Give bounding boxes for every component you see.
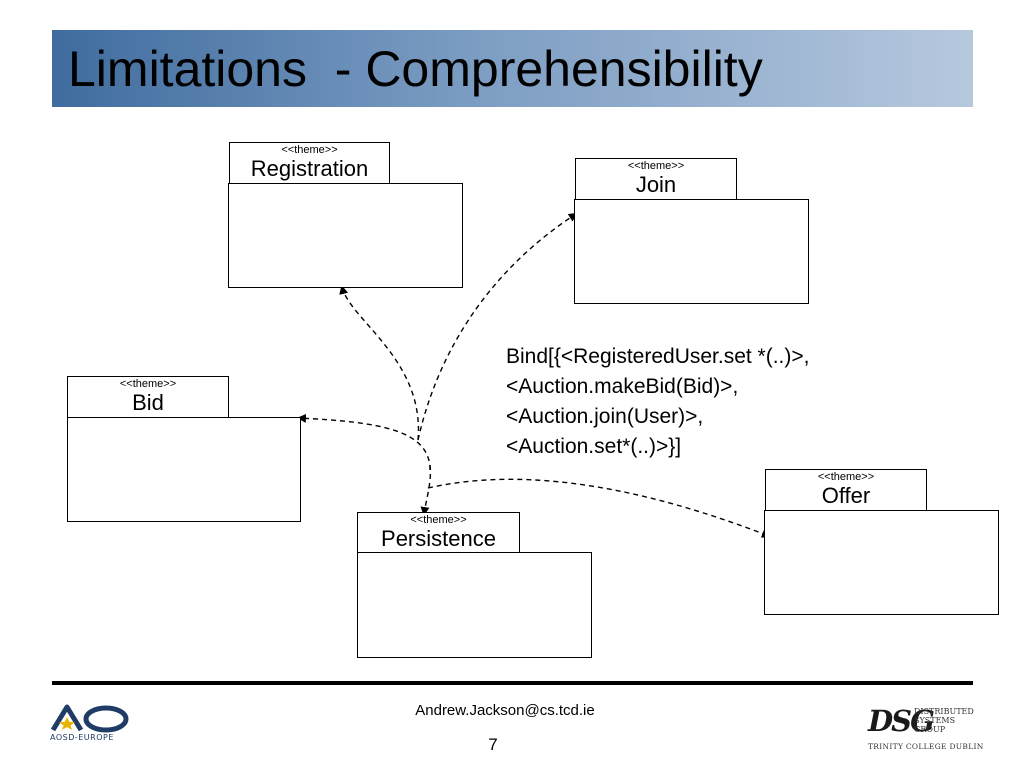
dsg-side-line: SYSTEMS (914, 716, 956, 725)
theme-offer-name: Offer (821, 483, 871, 508)
theme-stereotype: <<theme>> (817, 471, 875, 483)
bind-line: <Auction.makeBid(Bid)>, (506, 375, 739, 398)
bind-annotation: Bind[{<RegisteredUser.set *(..)>, <Aucti… (506, 342, 810, 462)
theme-stereotype: <<theme>> (281, 144, 338, 156)
arrow-to-persistence (420, 464, 432, 516)
theme-offer-body (764, 510, 999, 615)
theme-join-tab: <<theme>> Join (575, 158, 737, 200)
theme-bid-body (67, 417, 301, 522)
footer-email: Andrew.Jackson@cs.tcd.ie (415, 702, 595, 719)
bind-line: <Auction.set*(..)>}] (506, 435, 682, 458)
theme-registration-tab: <<theme>> Registration (229, 142, 390, 184)
dsg-mark: DSG (868, 704, 935, 738)
theme-join-name: Join (635, 172, 677, 197)
slide-title: Limitations - Comprehensibility (68, 41, 763, 97)
arrow-to-offer (427, 478, 771, 538)
title-banner (52, 30, 973, 107)
aosd-europe-logo: AOSD-EUROPE (50, 703, 132, 747)
arrow-to-join (417, 212, 578, 441)
theme-bid-name: Bid (132, 390, 164, 415)
theme-bid-tab: <<theme>> Bid (67, 376, 229, 418)
dsg-side-text: DISTRIBUTED SYSTEMS GROUP (914, 707, 974, 734)
theme-registration-name: Registration (250, 156, 369, 181)
bind-line: <Auction.join(User)>, (506, 405, 704, 428)
arrow-to-registration (339, 285, 420, 441)
theme-stereotype: <<theme>> (627, 160, 685, 172)
theme-offer-tab: <<theme>> Offer (765, 469, 927, 511)
theme-persistence-body (357, 552, 592, 658)
theme-registration-body (228, 183, 463, 288)
footer-divider (52, 681, 973, 685)
dsg-bottom-text: TRINITY COLLEGE DUBLIN (868, 742, 984, 751)
aosd-europe-mark-icon (50, 704, 129, 733)
dsg-side-line: DISTRIBUTED (914, 707, 974, 716)
theme-stereotype: <<theme>> (410, 514, 467, 526)
aosd-europe-text: AOSD-EUROPE (50, 733, 114, 742)
theme-join-body (574, 199, 809, 304)
theme-stereotype: <<theme>> (119, 378, 177, 390)
theme-persistence-name: Persistence (381, 526, 496, 551)
dsg-side-line: GROUP (914, 725, 946, 734)
arrow-to-bid (297, 413, 431, 471)
page-number: 7 (488, 735, 498, 754)
dsg-logo: DSG DISTRIBUTED SYSTEMS GROUP TRINITY CO… (866, 704, 983, 752)
bind-line: Bind[{<RegisteredUser.set *(..)>, (506, 345, 810, 368)
theme-persistence-tab: <<theme>> Persistence (357, 512, 520, 554)
